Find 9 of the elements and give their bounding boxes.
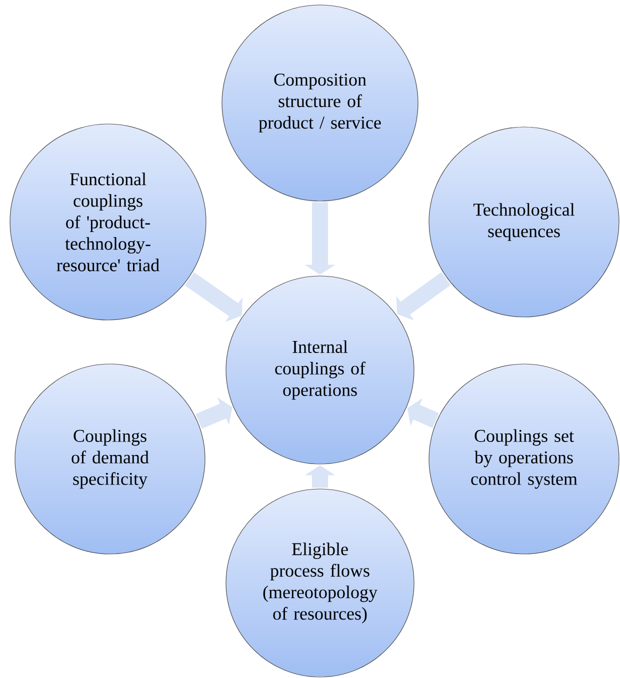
circle-node: Composition structure of product / service [222,4,418,202]
circle-node: Eligible process flows (mereotopology of resources) [226,488,414,678]
block-arrow [396,272,451,320]
circle-node: Couplings set by operations control system [428,364,620,554]
circle-node: Internal couplings of operations [226,276,414,464]
circle-node: Technological sequences [428,126,620,318]
circle-node: Functional couplings of 'product-technology-resource' triad [10,124,206,320]
block-arrow [196,397,232,429]
circle-node: Couplings of demand specificity [14,364,206,554]
